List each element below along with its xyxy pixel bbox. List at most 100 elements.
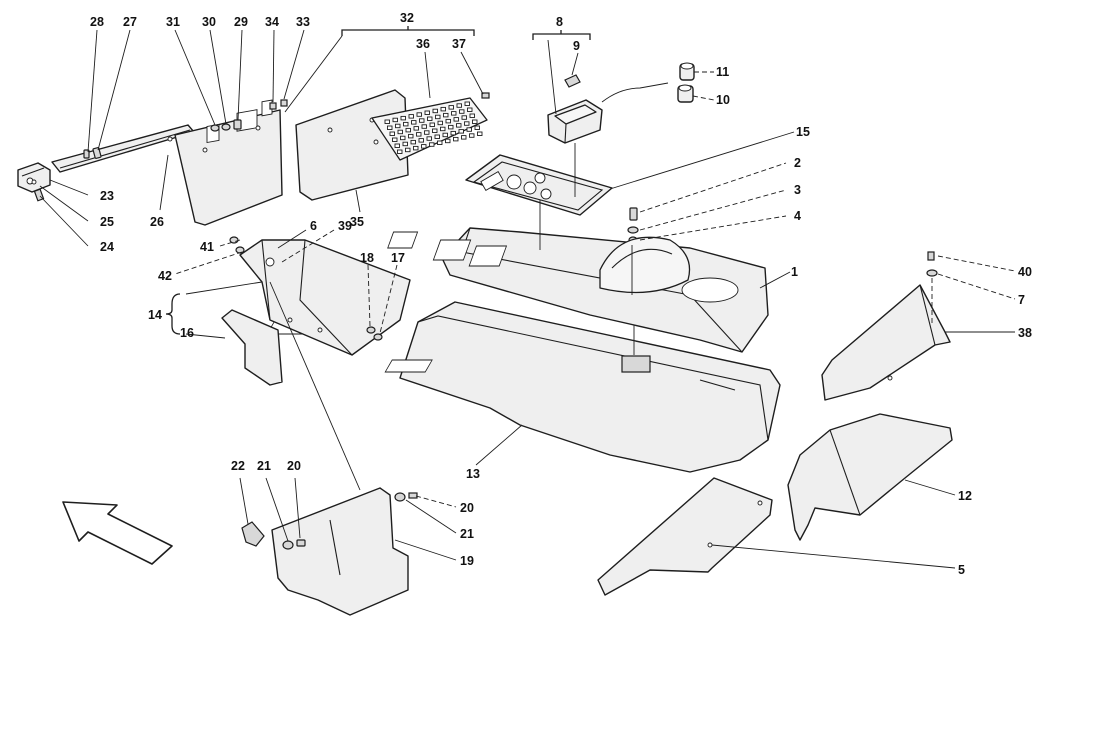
callout-16: 16	[180, 326, 194, 340]
grille-hole	[421, 124, 427, 129]
grille-hole	[402, 141, 408, 147]
grille-hole	[421, 144, 427, 149]
grille-hole	[427, 116, 433, 121]
part-9-clip	[564, 74, 581, 88]
callout-30: 30	[202, 15, 216, 29]
grille-hole	[445, 138, 451, 144]
part-bracket-plate	[174, 99, 283, 226]
grille-hole	[469, 113, 475, 118]
callout-39: 39	[338, 219, 352, 233]
direction-arrow	[62, 501, 173, 565]
grille-hole	[440, 106, 446, 112]
part-12-duct	[787, 413, 953, 541]
part-14-duct	[239, 239, 411, 356]
grille-hole	[443, 112, 449, 118]
callout-2: 2	[794, 156, 801, 170]
part-37-screw	[481, 92, 490, 99]
grille-hole	[416, 112, 422, 117]
grille-hole	[424, 130, 430, 135]
callout-8: 8	[556, 15, 563, 29]
callout-40: 40	[1018, 265, 1032, 279]
callout-9: 9	[573, 39, 580, 53]
callout-37: 37	[452, 37, 466, 51]
grille-hole	[432, 108, 438, 114]
callout-36: 36	[416, 37, 430, 51]
part-41-42-fasteners	[229, 236, 245, 254]
part-26-rail	[51, 124, 195, 173]
callout-14: 14	[148, 308, 162, 322]
callout-23: 23	[100, 189, 114, 203]
grille-hole	[413, 126, 419, 131]
grille-hole	[419, 118, 425, 123]
part-16-cover	[221, 309, 283, 386]
callout-35: 35	[350, 215, 364, 229]
callout-29: 29	[234, 15, 248, 29]
brace-14	[165, 293, 181, 335]
callout-33: 33	[296, 15, 310, 29]
brace-32	[341, 26, 475, 36]
grille-hole	[464, 101, 470, 106]
callout-27: 27	[123, 15, 137, 29]
part-38-bracket	[821, 284, 951, 401]
grille-hole	[440, 126, 446, 132]
grille-hole	[456, 103, 462, 108]
grille-hole	[445, 118, 451, 124]
grille-hole	[442, 132, 448, 138]
part-10-11-connector	[601, 62, 695, 103]
callout-20-b: 20	[460, 501, 474, 515]
grille-hole	[400, 115, 406, 121]
grille-holes	[384, 101, 483, 154]
grille-hole	[392, 117, 398, 123]
callout-24: 24	[100, 240, 114, 254]
grille-hole	[448, 124, 454, 130]
callout-7: 7	[1018, 293, 1025, 307]
grille-hole	[474, 125, 480, 130]
callout-4: 4	[794, 209, 801, 223]
callout-5: 5	[958, 563, 965, 577]
grille-hole	[384, 119, 390, 124]
grille-hole	[466, 127, 472, 132]
callout-20-a: 20	[287, 459, 301, 473]
grille-hole	[400, 135, 406, 141]
callout-32: 32	[400, 11, 414, 25]
callout-3: 3	[794, 183, 801, 197]
grille-hole	[397, 149, 403, 154]
grille-hole	[467, 107, 473, 112]
callout-12: 12	[958, 489, 972, 503]
callout-26: 26	[150, 215, 164, 229]
grille-hole	[411, 120, 417, 125]
grille-hole	[448, 105, 454, 110]
part-36-grille	[371, 97, 488, 161]
grille-hole	[405, 147, 411, 153]
part-15-tray	[465, 154, 613, 216]
callout-18: 18	[360, 251, 374, 265]
callout-6: 6	[310, 219, 317, 233]
leader-lines	[39, 29, 1016, 569]
grille-hole	[453, 117, 459, 122]
part-17-18-fasteners	[366, 326, 383, 341]
callout-25: 25	[100, 215, 114, 229]
part-8-switch	[547, 99, 603, 144]
grille-hole	[418, 138, 424, 143]
grille-hole	[459, 109, 465, 114]
brace-8	[532, 30, 591, 40]
grille-hole	[424, 110, 430, 115]
part-1-console	[387, 227, 769, 353]
grille-hole	[435, 114, 441, 120]
callout-28: 28	[90, 15, 104, 29]
grille-hole	[429, 122, 435, 127]
grille-hole	[408, 133, 414, 139]
part-29-31-fasteners	[210, 99, 288, 132]
grille-hole	[458, 129, 464, 134]
grille-hole	[432, 128, 438, 133]
grille-hole	[429, 142, 435, 147]
grille-hole	[405, 127, 411, 133]
callout-numbers: 28 27 31 30 29 34 33 32 36 37 8 9 11 10 …	[90, 11, 1032, 577]
grille-hole	[416, 132, 422, 137]
callout-21-b: 21	[460, 527, 474, 541]
callout-19: 19	[460, 554, 474, 568]
grille-hole	[387, 125, 393, 130]
callout-13: 13	[466, 467, 480, 481]
grille-hole	[437, 120, 443, 126]
